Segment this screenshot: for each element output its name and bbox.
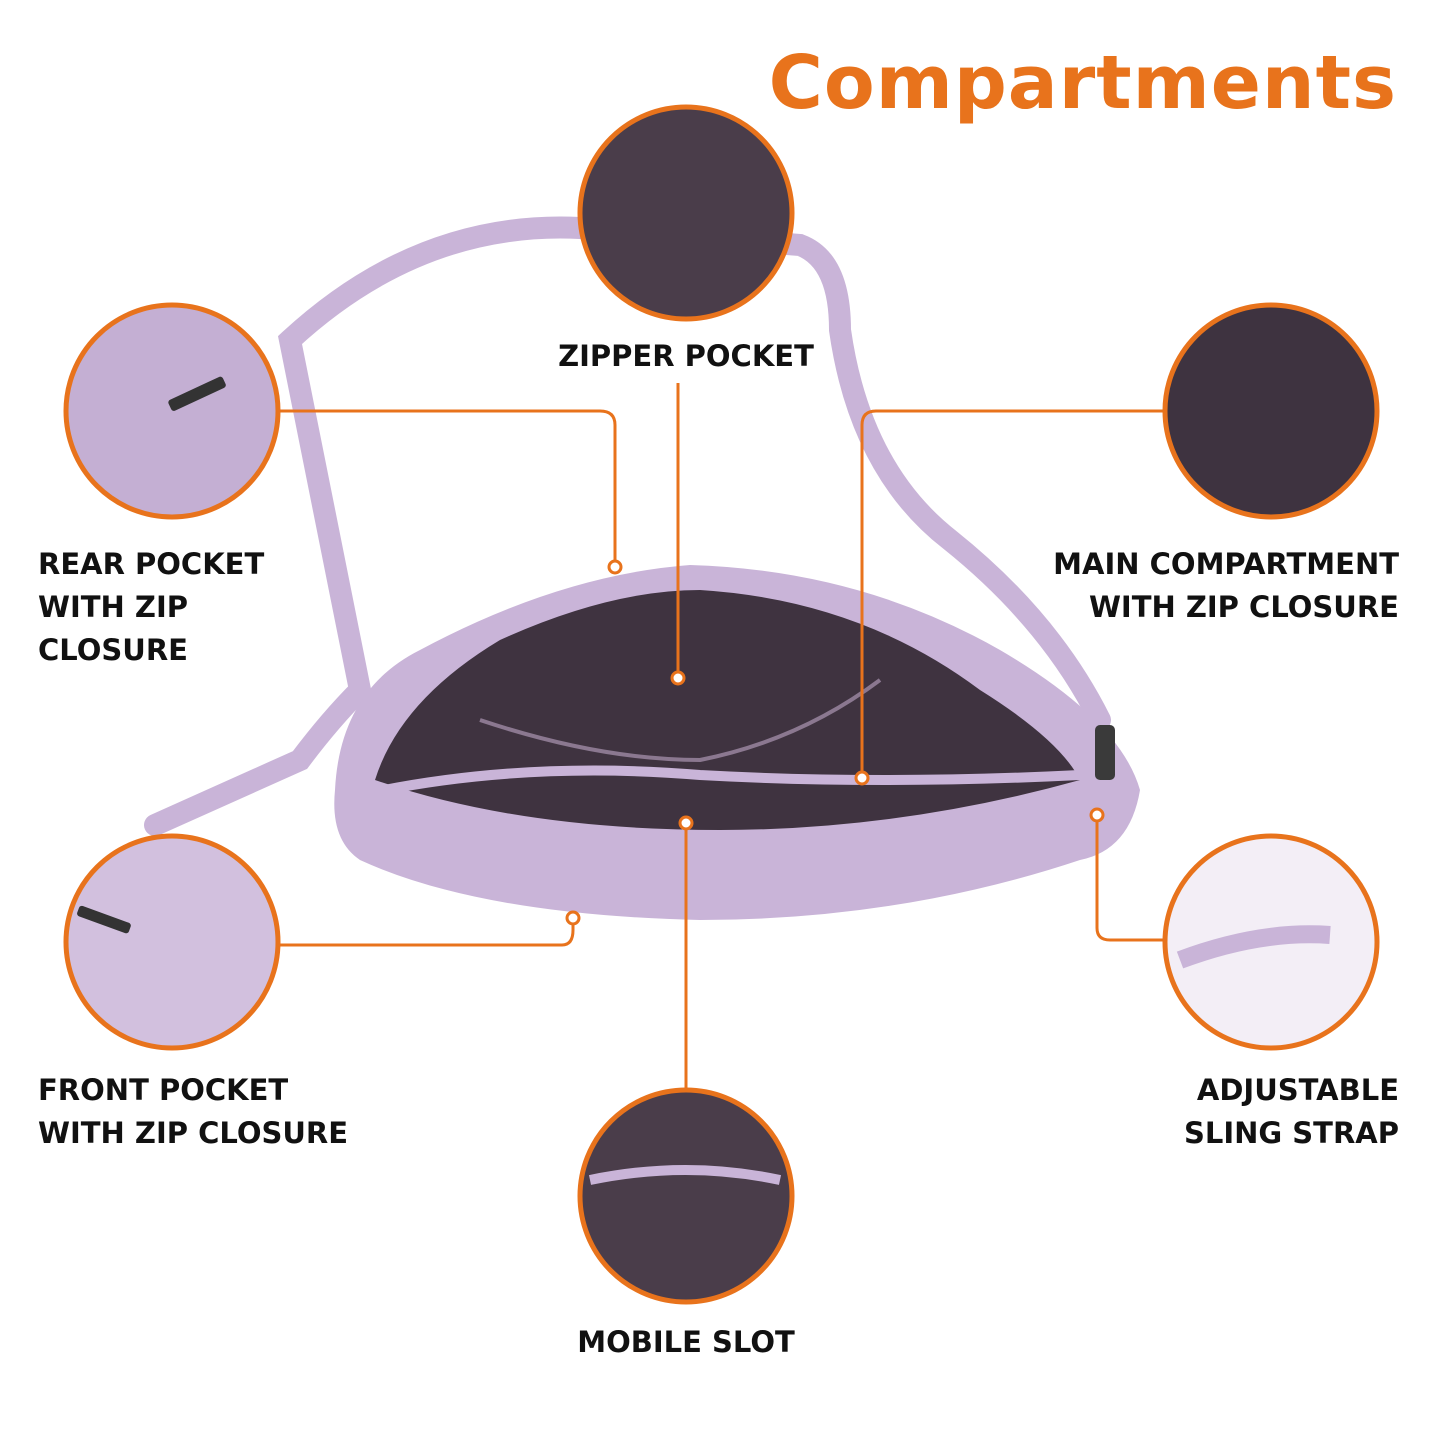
zipper-pocket-edge [479, 678, 882, 763]
zipper-pocket-detail [577, 104, 795, 322]
mobile-slot-edge [358, 765, 1081, 800]
leader-dots [565, 559, 1105, 926]
main-compartment-detail [1162, 302, 1380, 520]
slot-edge [588, 1165, 782, 1185]
label-mobile-slot: MOBILE SLOT [577, 1325, 795, 1359]
zip-pull-icon [77, 905, 131, 934]
label-front-pocket: FRONT POCKET WITH ZIP CLOSURE [38, 1073, 349, 1150]
sling-strap [144, 216, 1111, 836]
label-rear-pocket: REAR POCKET WITH ZIP CLOSURE [38, 547, 265, 667]
page-title: Compartments [768, 40, 1397, 126]
strap-edge [1176, 925, 1331, 969]
label-main-compartment: MAIN COMPARTMENT WITH ZIP CLOSURE [1053, 547, 1399, 624]
label-zipper-pocket: ZIPPER POCKET [558, 339, 814, 373]
leader-lines [280, 383, 1163, 1088]
label-adjustable-strap: ADJUSTABLE SLING STRAP [1183, 1073, 1399, 1150]
front-pocket-detail [63, 833, 281, 1051]
zip-pull-icon [168, 376, 226, 411]
zipper-pull [1095, 725, 1115, 780]
rear-pocket-detail [63, 302, 281, 520]
mobile-slot-detail [577, 1087, 795, 1305]
